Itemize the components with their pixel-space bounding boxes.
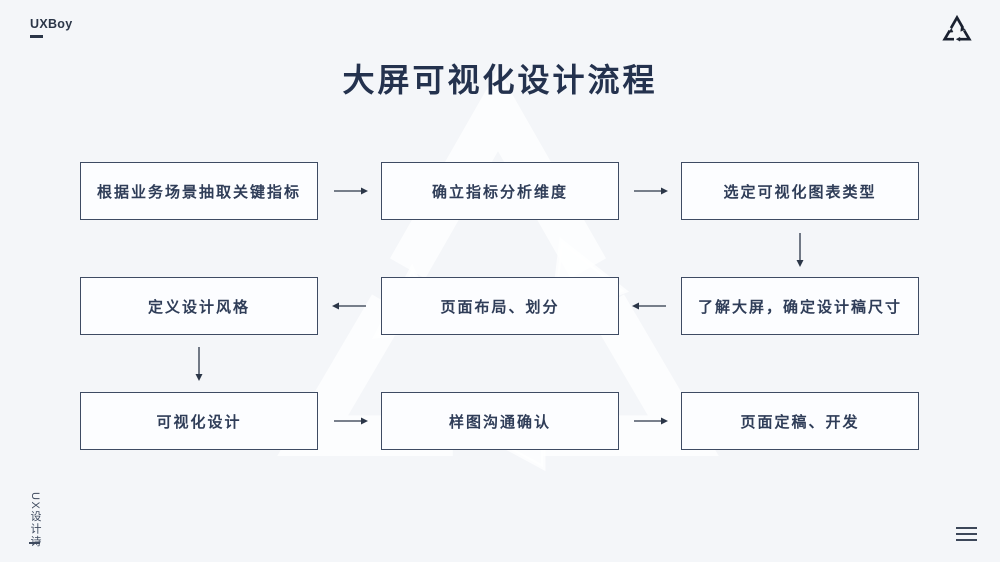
flow-step-3-2: 样图沟通确认 [381, 392, 619, 450]
arrow-right-icon [334, 417, 368, 425]
flow-step-1-1: 根据业务场景抽取关键指标 [80, 162, 318, 220]
brand-vertical: UX设计诗 [29, 492, 41, 548]
menu-line [956, 527, 977, 530]
menu-line [956, 532, 977, 536]
triangle-logo-icon [942, 14, 972, 44]
brand-vertical-dash [29, 542, 40, 544]
arrow-left-icon [632, 302, 666, 310]
flow-step-1-3: 选定可视化图表类型 [681, 162, 919, 220]
arrow-down-icon [796, 233, 804, 267]
menu-line [956, 538, 977, 541]
brand-dash [30, 35, 43, 38]
arrow-right-icon [634, 417, 668, 425]
hamburger-menu-button[interactable] [956, 527, 977, 541]
flow-step-3-3: 页面定稿、开发 [681, 392, 919, 450]
flow-step-2-3: 了解大屏，确定设计稿尺寸 [681, 277, 919, 335]
brand-name: UXBoy [30, 17, 73, 31]
arrow-right-icon [634, 187, 668, 195]
page-title: 大屏可视化设计流程 [342, 62, 658, 98]
arrow-down-icon [195, 347, 203, 381]
flow-step-2-2: 页面布局、划分 [381, 277, 619, 335]
arrow-left-icon [332, 302, 366, 310]
arrow-right-icon [334, 187, 368, 195]
flow-step-1-2: 确立指标分析维度 [381, 162, 619, 220]
brand: UXBoy [30, 17, 72, 38]
flow-step-3-1: 可视化设计 [80, 392, 318, 450]
flow-step-2-1: 定义设计风格 [80, 277, 318, 335]
